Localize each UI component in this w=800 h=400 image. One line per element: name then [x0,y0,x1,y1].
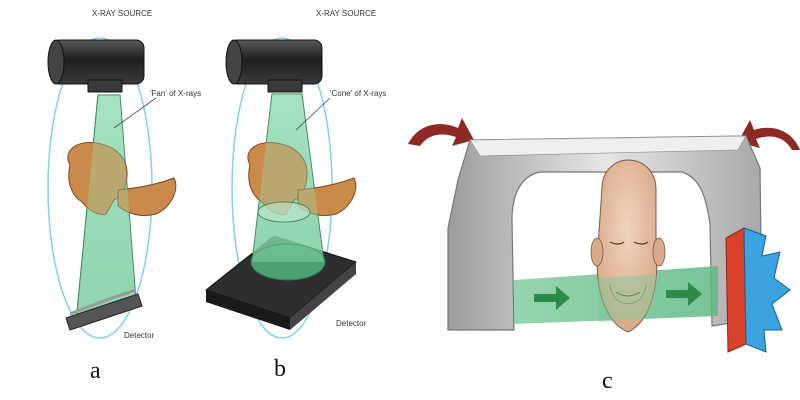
detector-c [725,227,791,353]
beam-pointer-a [113,97,157,129]
patient-head-c [590,159,666,333]
patient-head [67,141,177,217]
fan-label: 'Fan' of X-rays [150,89,201,98]
fan-edge [75,94,99,323]
beam-arrow-2 [666,282,702,306]
xray-beam-overlay [598,274,660,322]
panel-b: X-RAY SOURCE 'Cone' of X-rays Detector b [204,9,386,382]
caption-a: a [90,358,101,384]
detector-a [65,293,143,331]
xray-source-label-a: X-RAY SOURCE [92,9,152,18]
detector-label-a: Detector [124,331,155,340]
xray-tube-a [47,39,145,93]
detector-a-face [69,288,137,316]
caption-c: c [602,368,613,394]
beam-arrow-1 [534,286,570,310]
rotate-arrow-left [408,118,474,146]
xray-source-label-b: X-RAY SOURCE [316,9,376,18]
xray-tube-b [225,39,323,93]
fan-beam-overlay [76,95,136,322]
cone-section [257,201,311,223]
panel-a: X-RAY SOURCE 'Fan' of X-rays Detector a [47,9,201,384]
cone-base [250,243,326,281]
panel-c: c [408,118,800,394]
cone-label: 'Cone' of X-rays [330,89,386,98]
rotate-arrow-right [738,120,800,150]
caption-b: b [274,356,286,382]
detector-label-b: Detector [336,319,367,328]
patient-head [247,141,357,217]
beam-pointer-b [295,97,331,131]
